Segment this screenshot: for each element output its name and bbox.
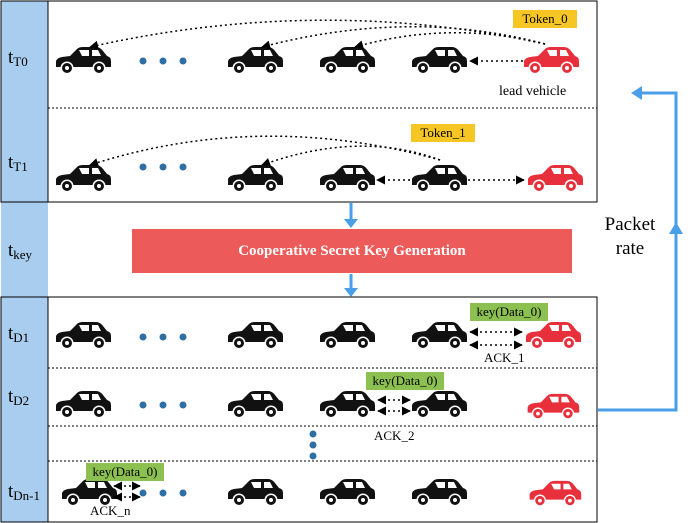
- ellipsis-dots-icon: [139, 489, 187, 497]
- car-icon: [228, 165, 283, 193]
- token1-badge: Token_1: [411, 124, 475, 142]
- row-t0-vehicles: [56, 47, 467, 75]
- car-icon: [56, 391, 111, 419]
- data-badge-dn: key(Data_0): [86, 463, 164, 481]
- lead-car-icon: [527, 393, 580, 420]
- lead-vehicle-label: lead vehicle: [499, 84, 567, 99]
- ack-label-2: ACK_2: [374, 428, 415, 443]
- car-icon: [412, 322, 467, 350]
- flow-arrows: [344, 203, 358, 297]
- time-label-t1: tT1: [8, 152, 28, 174]
- time-label-tdn: tDn-1: [8, 481, 40, 503]
- row-d2-vehicles: [56, 391, 467, 419]
- car-icon: [228, 391, 283, 419]
- packet-rate-line-2: rate: [615, 238, 645, 259]
- data-ack-arrows-d1: [469, 327, 523, 350]
- row-d1-vehicles: [56, 322, 467, 350]
- token0-badge: Token_0: [513, 10, 577, 28]
- data-badge-d1: key(Data_0): [470, 303, 548, 321]
- car-icon: [412, 391, 467, 419]
- ellipsis-dots-icon: [139, 163, 187, 171]
- car-icon: [56, 47, 111, 75]
- lead-car-icon: [524, 47, 579, 75]
- data-phase-box: [0, 296, 598, 523]
- data-ack-arrows-dn: [113, 481, 141, 502]
- ack-label-n: ACK_n: [90, 503, 131, 518]
- car-icon: [412, 165, 467, 193]
- ack-label-1: ACK_1: [484, 350, 525, 365]
- lead-car-icon: [529, 480, 582, 507]
- packet-rate-line-1: Packet: [604, 214, 656, 235]
- car-icon: [320, 322, 375, 350]
- car-icon: [56, 165, 111, 193]
- data-badge-d2: key(Data_0): [366, 372, 444, 390]
- token-phase-box: [0, 0, 598, 203]
- lead-car-icon: [526, 322, 581, 350]
- time-label-t0: tT0: [8, 47, 28, 69]
- lead-car-icon: [528, 165, 583, 193]
- ellipsis-dots-icon: [139, 401, 187, 409]
- car-icon: [412, 47, 467, 75]
- time-label-td1: tD1: [8, 323, 30, 345]
- car-icon: [320, 479, 375, 507]
- ellipsis-dots-icon: [139, 57, 187, 65]
- car-icon: [412, 479, 467, 507]
- car-icon: [56, 322, 111, 350]
- car-icon: [228, 47, 283, 75]
- key-generation-banner: Cooperative Secret Key Generation: [132, 229, 572, 273]
- time-axis-bar: [1, 1, 48, 522]
- packet-rate-label: Packet rate: [590, 213, 670, 261]
- car-icon: [320, 165, 375, 193]
- time-label-tkey: tkey: [8, 240, 33, 262]
- token1-broadcast-arrows: [89, 135, 525, 185]
- car-icon: [320, 391, 375, 419]
- car-icon: [228, 322, 283, 350]
- car-icon: [320, 47, 375, 75]
- car-icon: [228, 479, 283, 507]
- packet-rate-feedback-arrow: [598, 86, 683, 412]
- token0-broadcast-arrows: [89, 19, 546, 66]
- vertical-ellipsis-icon: [309, 430, 317, 460]
- data-ack-arrows-d2: [377, 395, 411, 416]
- time-label-td2: tD2: [8, 386, 30, 408]
- row-t1-vehicles: [56, 165, 467, 193]
- ellipsis-dots-icon: [139, 333, 187, 341]
